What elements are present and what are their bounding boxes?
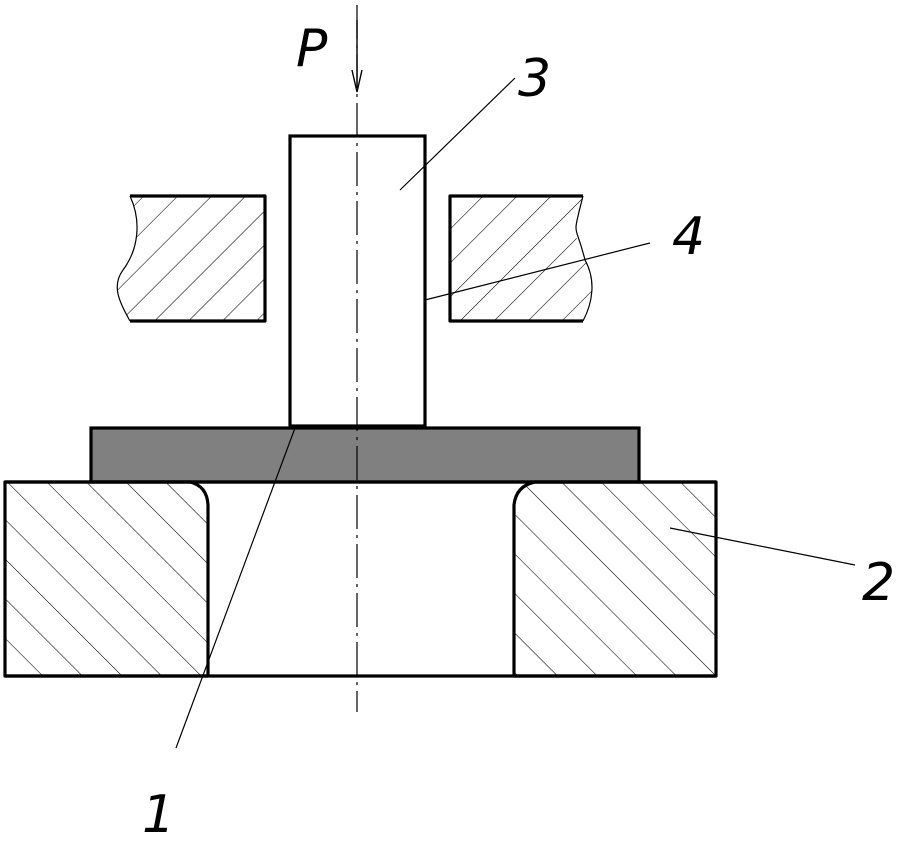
guide-plate-left	[116, 194, 267, 323]
leader-line-2	[669, 527, 856, 566]
blank-plate	[89, 426, 641, 484]
label-part-4: 4	[672, 207, 705, 267]
force-arrow	[351, 20, 363, 93]
label-part-3: 3	[518, 49, 551, 109]
guide-plate-right	[448, 194, 593, 323]
die-left	[3, 480, 210, 678]
leader-line-1	[175, 427, 296, 749]
label-part-2: 2	[862, 553, 895, 613]
label-force-p: P	[296, 19, 328, 79]
leader-line-4	[424, 242, 651, 301]
die-right	[512, 480, 718, 678]
label-part-1: 1	[142, 785, 175, 845]
leader-line-3	[399, 77, 516, 191]
